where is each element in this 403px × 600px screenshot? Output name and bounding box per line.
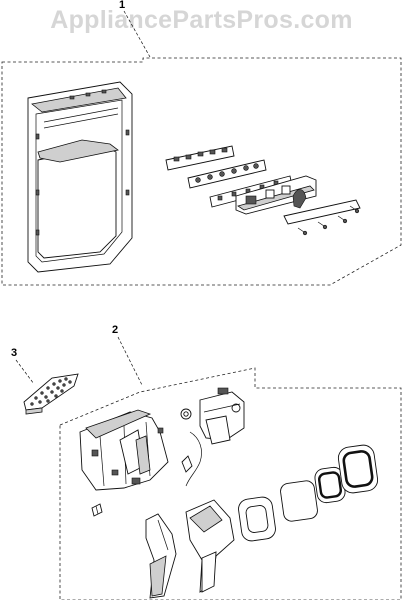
drip-tray-grille bbox=[23, 373, 79, 415]
assembly-1-group: 1 bbox=[1, 0, 402, 286]
callout-3: 3 bbox=[11, 347, 17, 359]
control-board-pcb bbox=[283, 189, 361, 236]
callout-2: 2 bbox=[112, 324, 118, 336]
control-panel-housing bbox=[235, 175, 317, 215]
leader-line-3 bbox=[15, 359, 35, 385]
watermark-logo: AppliancePartsPros.com bbox=[50, 6, 353, 34]
small-gear-ring bbox=[180, 408, 192, 420]
assembly-2-group: 2 bbox=[59, 324, 402, 600]
dispenser-paddle-left bbox=[145, 513, 177, 599]
dispenser-cover-panel bbox=[27, 81, 133, 273]
gasket-square-1 bbox=[238, 496, 276, 542]
assembly-2-boundary bbox=[59, 367, 402, 600]
button-holder-strip-2 bbox=[187, 159, 267, 189]
lever-spring bbox=[185, 431, 202, 487]
leader-line-2 bbox=[117, 336, 143, 386]
dispenser-solenoid bbox=[199, 387, 245, 445]
retaining-clip bbox=[181, 455, 193, 473]
assembly-1-boundary bbox=[1, 57, 402, 286]
screw-small bbox=[91, 503, 103, 517]
item-3-group: 3 bbox=[11, 347, 79, 415]
callout-1: 1 bbox=[119, 0, 125, 11]
seal-ring-small bbox=[314, 466, 346, 504]
button-holder-strip-1 bbox=[165, 145, 235, 171]
gasket-square-2 bbox=[280, 480, 318, 522]
seal-ring-large bbox=[337, 444, 379, 494]
leader-line-1 bbox=[123, 10, 151, 58]
dispenser-paddle-right bbox=[185, 499, 235, 593]
dispenser-lever-housing bbox=[79, 409, 169, 491]
